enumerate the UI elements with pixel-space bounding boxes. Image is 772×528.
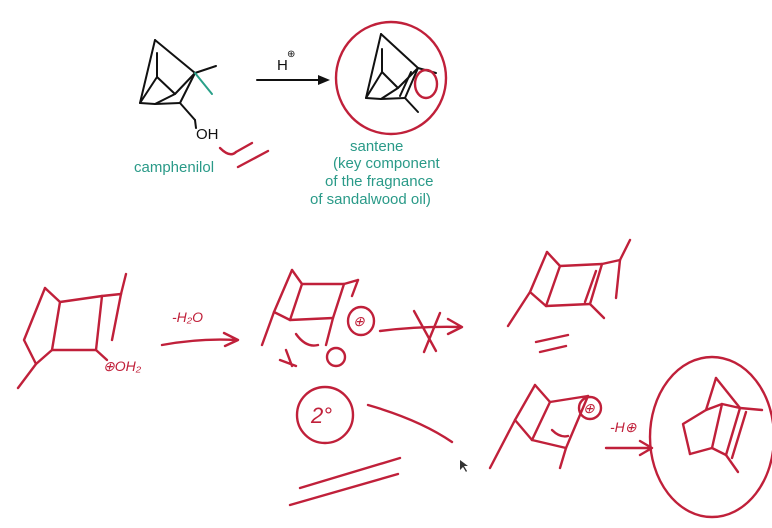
camphenilol-structure [139,39,217,129]
reagent-label: H [277,57,288,74]
cation-circle-rearranged [577,395,603,421]
underline-stroke [234,141,254,154]
proton-loss-label: -H⊕ [610,419,637,435]
reaction-arrow [256,75,330,85]
santene-product-structure [681,376,764,474]
carbocation-structure [260,268,360,368]
product-circle-annotation [334,20,448,136]
alkene-underline [534,333,570,354]
blocked-path-arrow [378,317,464,336]
mouse-cursor-icon [460,460,468,472]
product-name: santene [350,138,403,155]
protonated-alcohol-structure [16,272,128,390]
leaving-group-label: ⊕OH₂ [103,358,142,374]
rearranged-cation-structure [488,383,590,470]
reagent-charge: ⊕ [287,49,295,60]
rearrangement-curve [366,403,454,444]
hydrogen-circle [325,346,347,368]
cross-mark [412,309,442,354]
product-note-line-3: of sandalwood oil) [310,191,431,208]
alkene-product-structure [506,238,632,328]
underline-stroke-2 [236,149,270,169]
secondary-circle [295,385,355,445]
hydroxyl-label: OH [196,126,219,143]
cation-circle-annotation [413,68,439,100]
elimination-arrow [604,439,654,457]
emphasis-strokes [288,456,402,507]
underline-hook [218,146,238,156]
product-note-line-2: of the fragnance [325,173,433,190]
carbocation-charge: ⊕ [353,313,365,329]
product-note-line-1: (key component [333,155,441,172]
secondary-label: 2° [310,403,332,428]
cation-circle-intermediate [346,305,376,337]
reactant-name: camphenilol [134,159,214,176]
santene-structure [365,33,437,113]
final-product-circle [648,355,772,519]
minus-water-label: -H₂O [172,309,203,325]
dehydration-arrow [160,331,240,348]
rearranged-charge: ⊕ [583,400,595,416]
